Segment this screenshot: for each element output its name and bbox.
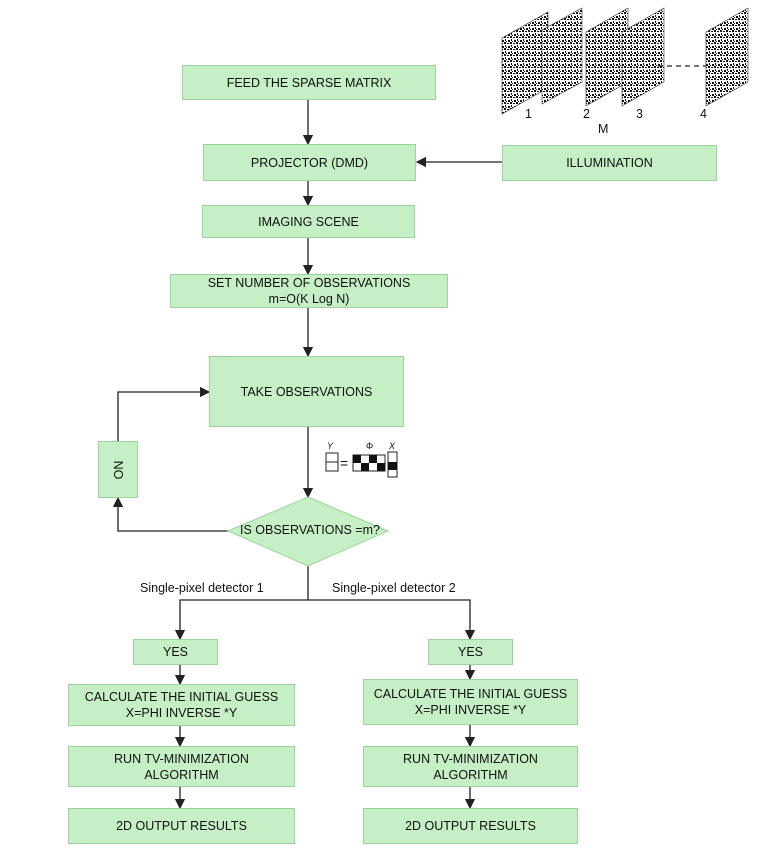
eq-y-symbol: Y [327, 441, 334, 451]
node-projector-label: PROJECTOR (DMD) [250, 155, 369, 170]
node-yes-right: YES [428, 639, 513, 665]
node-feed-label: FEED THE SPARSE MATRIX [226, 75, 392, 90]
node-imaging-scene: IMAGING SCENE [202, 205, 415, 238]
pattern-sheet-1 [501, 11, 549, 115]
node-tv-right-label: RUN TV-MINIMIZATION ALGORITHM [403, 751, 538, 782]
node-yes-right-label: YES [457, 645, 483, 659]
node-output-left: 2D OUTPUT RESULTS [68, 808, 295, 844]
node-guess-right-label: CALCULATE THE INITIAL GUESS X=PHI INVERS… [373, 687, 568, 717]
pattern-number-4: 4 [700, 107, 707, 121]
node-yes-left: YES [133, 639, 218, 665]
node-decision-label: IS OBSERVATIONS =m? [240, 523, 380, 537]
pattern-sheet-3 [621, 7, 665, 107]
eq-equals: = [340, 455, 349, 471]
node-guess-right: CALCULATE THE INITIAL GUESS X=PHI INVERS… [363, 679, 578, 725]
detector-2-label: Single-pixel detector 2 [332, 581, 456, 595]
arrow-split-left [174, 599, 308, 641]
arrow-decision-no [112, 496, 230, 532]
node-guess-left: CALCULATE THE INITIAL GUESS X=PHI INVERS… [68, 684, 295, 726]
sparse-pattern-sheets [501, 7, 749, 115]
eq-phi-symbol: Φ [366, 441, 374, 451]
node-set-obs-label: SET NUMBER OF OBSERVATIONS m=O(K Log N) [207, 276, 411, 306]
node-projector: PROJECTOR (DMD) [203, 144, 416, 181]
pattern-number-3: 3 [636, 107, 643, 121]
detector-1-label: Single-pixel detector 1 [140, 581, 264, 595]
node-take-obs-label: TAKE OBSERVATIONS [240, 384, 373, 399]
node-tv-left-label: RUN TV-MINIMIZATION ALGORITHM [114, 751, 249, 782]
node-imaging-label: IMAGING SCENE [258, 214, 359, 229]
pattern-sheet-4 [705, 7, 749, 107]
node-output-right-label: 2D OUTPUT RESULTS [405, 819, 536, 833]
node-output-left-label: 2D OUTPUT RESULTS [116, 819, 247, 833]
node-no-label: NO [111, 460, 125, 479]
pattern-sheet-1b [541, 7, 583, 105]
node-take-observations: TAKE OBSERVATIONS [209, 356, 404, 427]
arrow-split-right [308, 599, 476, 641]
arrow-no-takeobs [117, 386, 211, 441]
node-tv-right: RUN TV-MINIMIZATION ALGORITHM [363, 746, 578, 787]
node-illumination-label: ILLUMINATION [566, 156, 653, 170]
node-feed-sparse-matrix: FEED THE SPARSE MATRIX [182, 65, 436, 100]
eq-x-symbol: X [389, 441, 396, 451]
node-tv-left: RUN TV-MINIMIZATION ALGORITHM [68, 746, 295, 787]
pattern-m-label: M [598, 122, 609, 136]
node-yes-left-label: YES [162, 645, 188, 659]
equation-graphic [325, 451, 398, 478]
node-guess-left-label: CALCULATE THE INITIAL GUESS X=PHI INVERS… [84, 690, 279, 720]
node-output-right: 2D OUTPUT RESULTS [363, 808, 578, 844]
node-no: NO [98, 441, 138, 498]
node-set-observations: SET NUMBER OF OBSERVATIONS m=O(K Log N) [170, 274, 448, 308]
decision-diamond [226, 496, 390, 567]
pattern-number-1: 1 [525, 107, 532, 121]
pattern-number-2: 2 [583, 107, 590, 121]
node-illumination: ILLUMINATION [502, 145, 717, 181]
